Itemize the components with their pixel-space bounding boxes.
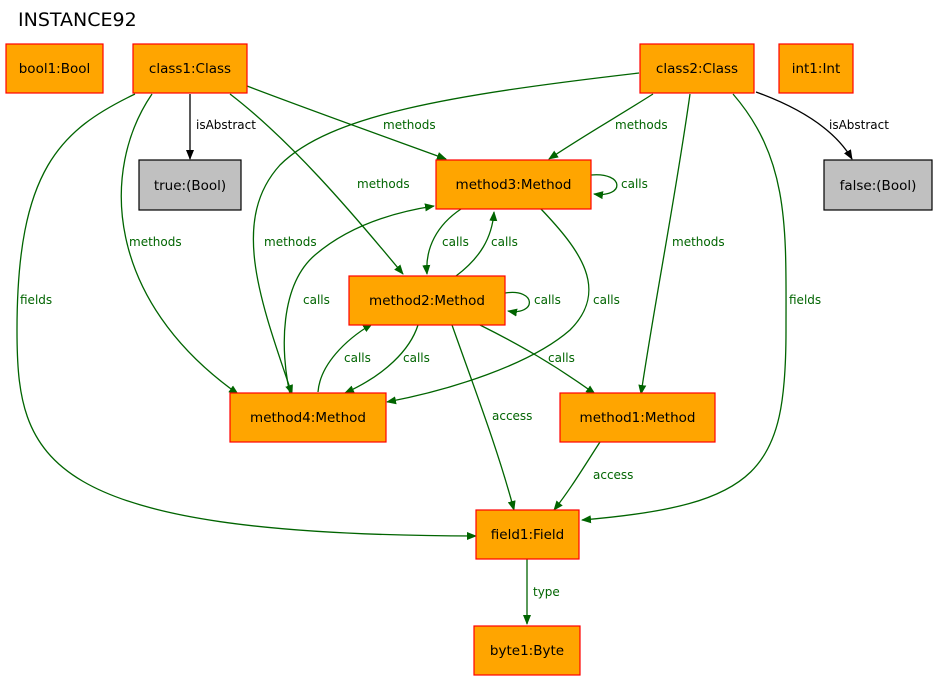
edge-label-isabstract: isAbstract [829, 118, 889, 132]
edge-method2-calls-method2: calls [504, 291, 561, 317]
edge-method2-access-field1: access [451, 324, 532, 511]
edge-class1-methods-method4: methods [120, 93, 239, 395]
edge-method2-calls-method1: calls [479, 324, 596, 395]
edge-label-calls: calls [403, 351, 430, 365]
edge-method4-calls-method2: calls [317, 323, 373, 393]
edge-class1-isabstract-true: isAbstract [186, 94, 256, 160]
edge-label-calls: calls [491, 235, 518, 249]
node-method2[interactable]: method2:Method [348, 275, 506, 326]
edge-label-access: access [593, 468, 633, 482]
edge-label-type: type [533, 585, 560, 599]
edge-class1-fields-field1: fields [16, 93, 477, 540]
node-label: byte1:Byte [490, 643, 564, 659]
edge-label-calls: calls [593, 293, 620, 307]
edge-method2-calls-method3: calls [455, 211, 518, 277]
node-field1[interactable]: field1:Field [475, 509, 580, 560]
edge-class2-methods-method1: methods [638, 93, 725, 395]
node-label: true:(Bool) [154, 178, 226, 194]
edge-label-methods: methods [672, 235, 725, 249]
edge-method1-access-field1: access [553, 441, 633, 511]
edge-label-calls: calls [344, 351, 371, 365]
node-label: method2:Method [369, 293, 485, 309]
edge-label-calls: calls [303, 293, 330, 307]
edge-field1-type-byte1: type [523, 559, 560, 625]
node-class2[interactable]: class2:Class [639, 43, 755, 94]
node-class1[interactable]: class1:Class [132, 43, 248, 94]
edge-method2-calls-method4: calls [344, 324, 430, 394]
node-label: field1:Field [491, 527, 564, 543]
node-bool1[interactable]: bool1:Bool [5, 43, 104, 94]
edge-label-methods: methods [264, 235, 317, 249]
node-label: false:(Bool) [840, 178, 917, 194]
node-label: bool1:Bool [19, 61, 91, 77]
edge-label-methods: methods [615, 118, 668, 132]
edge-label-calls: calls [548, 351, 575, 365]
node-int1[interactable]: int1:Int [778, 43, 854, 94]
edge-label-methods: methods [357, 177, 410, 191]
node-method3[interactable]: method3:Method [435, 159, 592, 210]
edge-label-fields: fields [20, 293, 52, 307]
node-method4[interactable]: method4:Method [229, 392, 387, 443]
edge-class2-isabstract-false: isAbstract [755, 91, 889, 160]
edge-method3-calls-method3: calls [590, 174, 648, 200]
node-label: method4:Method [250, 410, 366, 426]
edge-class1-methods-method3: methods [246, 85, 447, 160]
edge-label-methods: methods [129, 235, 182, 249]
diagram-title: INSTANCE92 [18, 9, 137, 31]
node-method1[interactable]: method1:Method [559, 392, 716, 443]
edge-method4-calls-method3: calls [283, 203, 435, 395]
edge-method3-calls-method2: calls [422, 208, 469, 275]
node-label: method1:Method [580, 410, 696, 426]
edge-label-fields: fields [789, 293, 821, 307]
edge-label-calls: calls [442, 235, 469, 249]
edge-label-isabstract: isAbstract [196, 118, 256, 132]
node-label: int1:Int [792, 61, 841, 77]
node-label: class1:Class [149, 61, 231, 77]
edge-method3-calls-method4: calls [386, 208, 620, 405]
edge-label-access: access [492, 409, 532, 423]
edge-label-calls: calls [534, 293, 561, 307]
edge-class1-methods-method2: methods [229, 93, 410, 275]
node-false-value[interactable]: false:(Bool) [823, 159, 933, 211]
node-byte1[interactable]: byte1:Byte [473, 625, 581, 676]
edge-class2-fields-field1: fields [581, 93, 821, 524]
edge-class2-methods-method4: methods [252, 72, 640, 395]
edge-label-calls: calls [621, 177, 648, 191]
edge-class2-methods-method3: methods [548, 93, 668, 160]
edge-label-methods: methods [383, 118, 436, 132]
node-label: method3:Method [456, 177, 572, 193]
node-true-value[interactable]: true:(Bool) [138, 159, 242, 211]
node-label: class2:Class [656, 61, 738, 77]
